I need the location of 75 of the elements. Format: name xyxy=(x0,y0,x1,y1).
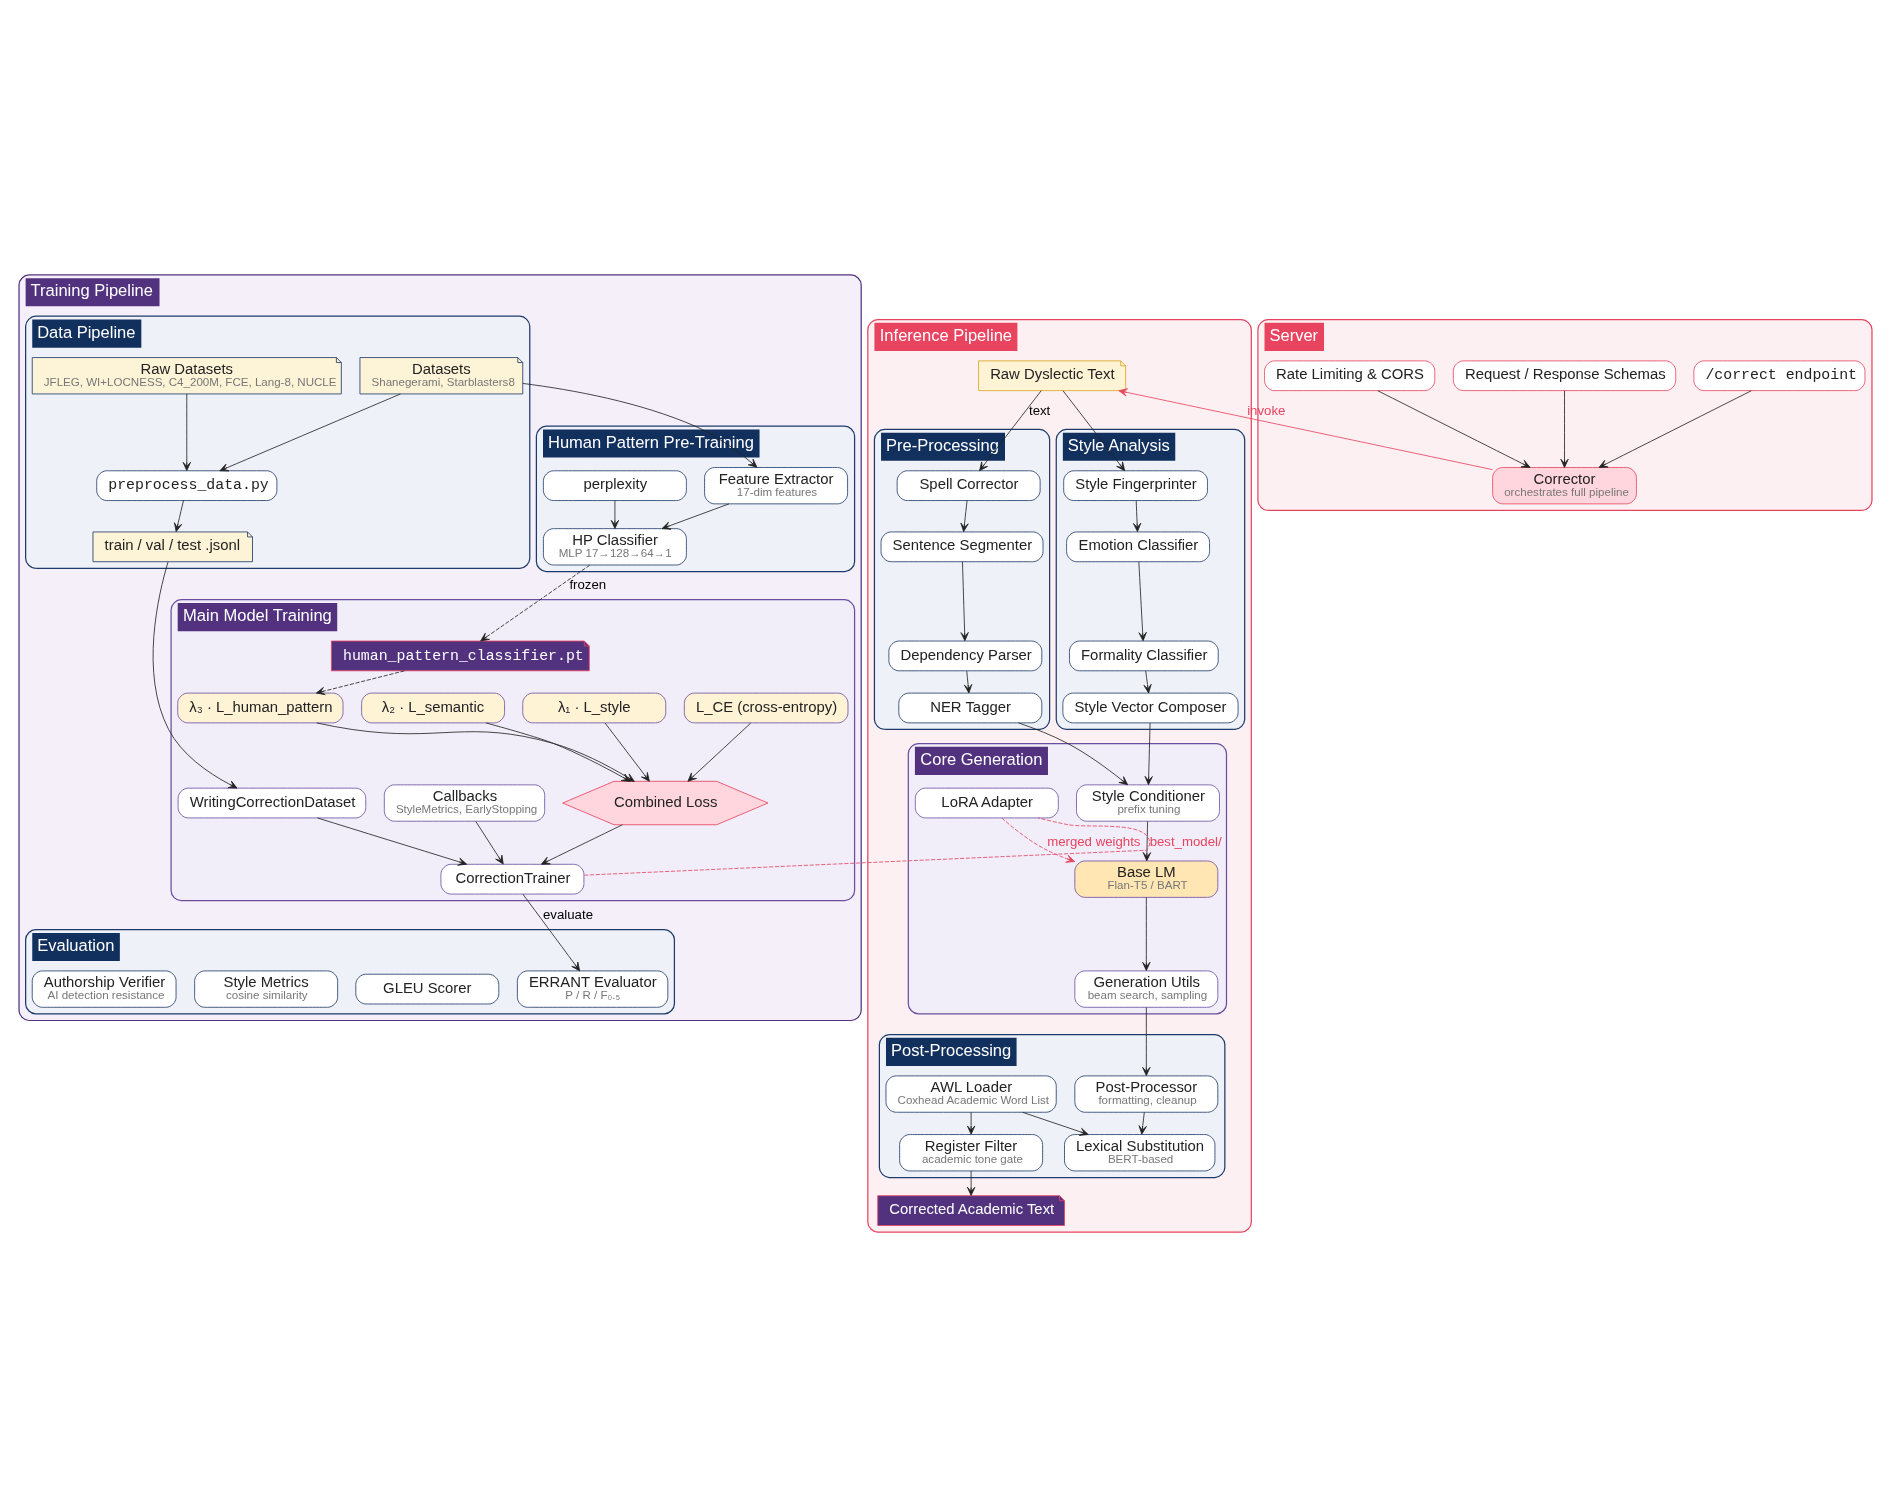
arrow xyxy=(218,393,401,472)
arrow xyxy=(474,821,504,865)
node-box: /correct endpoint xyxy=(1692,360,1865,392)
node-box: Authorship Verifier AI detection resistance xyxy=(31,970,176,1008)
arrow xyxy=(1142,670,1152,694)
node-box: Emotion Classifier xyxy=(1065,531,1210,563)
node-box: ERRANT Evaluator P / R / F₀.₅ xyxy=(516,970,668,1008)
arrow xyxy=(522,893,580,972)
arrow xyxy=(1141,1007,1150,1077)
edge-label: text xyxy=(1028,403,1050,419)
node-box: preprocess_data.py xyxy=(95,470,277,501)
edge-label: best_model/ xyxy=(1149,833,1222,849)
node-box: Lexical Substitution BERT-based xyxy=(1063,1134,1215,1172)
arrow xyxy=(1598,390,1752,468)
node-box: Feature Extractor 17-dim features xyxy=(703,467,848,505)
arrow xyxy=(479,564,590,642)
node-box: Request / Response Schemas xyxy=(1452,360,1676,392)
node-box: WritingCorrectionDataset xyxy=(177,787,366,819)
node-box: Corrector orchestrates full pipeline xyxy=(1491,467,1637,505)
edge-label: evaluate xyxy=(542,906,593,922)
node-box: Rate Limiting & CORS xyxy=(1263,360,1435,392)
arrow xyxy=(521,383,757,468)
node-box: NER Tagger xyxy=(897,692,1042,724)
node-box: CorrectionTrainer xyxy=(440,863,584,895)
node-box: AWL Loader Coxhead Academic Word List xyxy=(885,1075,1057,1113)
connector xyxy=(583,817,1150,876)
arrow xyxy=(978,390,1042,472)
node-box: Base LM Flan-T5 / BART xyxy=(1073,860,1218,898)
edge-label: frozen xyxy=(568,576,606,592)
arrow xyxy=(960,561,969,642)
arrow xyxy=(1132,500,1141,532)
arrow xyxy=(687,722,751,782)
arrow xyxy=(1144,722,1153,786)
arrow xyxy=(661,503,729,530)
arrow xyxy=(966,1111,975,1135)
arrow xyxy=(1000,817,1075,863)
arrow xyxy=(959,500,969,532)
node-box: GLEU Scorer xyxy=(354,973,499,1005)
arrow xyxy=(1137,561,1147,642)
node-box: Post-Processor formatting, cleanup xyxy=(1073,1075,1218,1113)
arrow xyxy=(1138,1111,1147,1135)
node-box: LoRA Adapter xyxy=(914,787,1059,819)
node-box: perplexity xyxy=(542,470,687,501)
node-box: Spell Corrector xyxy=(896,470,1041,501)
node-box: Style Metrics cosine similarity xyxy=(193,970,338,1008)
node-box: Style Vector Composer xyxy=(1061,692,1238,724)
node-box: λ₂ · L_semantic xyxy=(360,692,505,724)
arrow xyxy=(610,500,619,529)
arrow xyxy=(540,824,623,865)
edge-label: merged weights xyxy=(1046,833,1140,849)
node-box: HP Classifier MLP 17→128→64→1 xyxy=(542,528,687,566)
arrow xyxy=(963,670,972,694)
node-box: Style Conditioner prefix tuning xyxy=(1075,784,1220,822)
arrow xyxy=(1141,897,1150,971)
arrow xyxy=(1376,390,1530,468)
node-box: L_CE (cross-entropy) xyxy=(683,692,848,724)
arrow xyxy=(1062,390,1125,472)
arrow xyxy=(315,670,405,696)
node-box: Callbacks StyleMetrics, EarlyStopping xyxy=(383,784,545,822)
node-box: Register Filter academic tone gate xyxy=(898,1134,1043,1172)
node-box: Generation Utils beam search, sampling xyxy=(1073,970,1218,1008)
arrow xyxy=(966,1170,975,1196)
arrow xyxy=(173,500,184,532)
node-box: Sentence Segmenter xyxy=(880,531,1043,563)
arrow xyxy=(152,561,237,789)
node-box: Style Fingerprinter xyxy=(1062,470,1208,501)
arrow xyxy=(316,817,467,866)
arrow xyxy=(182,393,191,471)
arrow xyxy=(1559,390,1569,468)
arrow xyxy=(1142,821,1151,862)
node-box: λ₃ · L_human_pattern xyxy=(176,692,343,724)
node-box: Dependency Parser xyxy=(887,640,1042,672)
node-box: Formality Classifier xyxy=(1068,640,1219,672)
arrow xyxy=(1117,388,1493,471)
node-box: λ₁ · L_style xyxy=(521,692,666,724)
